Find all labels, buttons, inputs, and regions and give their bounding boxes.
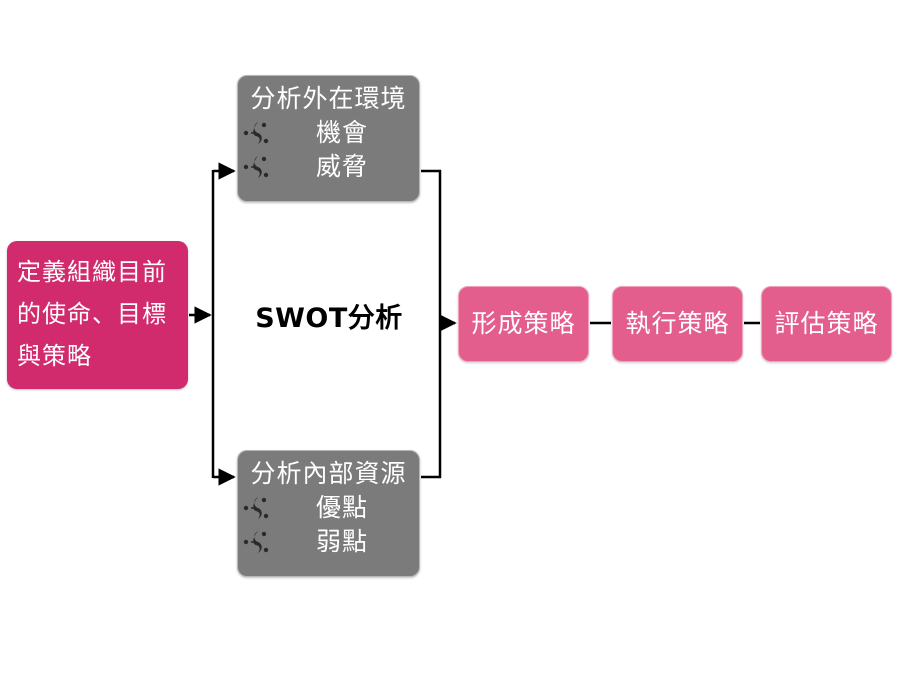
swot-analysis-label: SWOT分析 xyxy=(255,303,403,334)
step-evaluate-strategy: 評估策略 xyxy=(761,286,892,362)
weakness-label: 弱點 xyxy=(316,527,369,556)
mission-line-1: 定義組織目前 xyxy=(17,258,167,286)
strength-label: 優點 xyxy=(316,493,369,522)
ornament-bullet-icon xyxy=(242,116,274,150)
internal-analysis-title: 分析內部資源 xyxy=(250,459,407,488)
mission-box: 定義組織目前 的使命、目標 與策略 xyxy=(7,241,188,389)
step-execute-strategy: 執行策略 xyxy=(612,286,743,362)
internal-item-strength: 優點 xyxy=(238,491,419,525)
threat-label: 威脅 xyxy=(316,152,369,181)
step-formulate-strategy: 形成策略 xyxy=(458,286,589,362)
mission-line-3: 與策略 xyxy=(17,342,92,370)
external-analysis-title: 分析外在環境 xyxy=(250,84,407,113)
ornament-bullet-icon xyxy=(242,150,274,184)
external-analysis-box: 分析外在環境 機會 威脅 xyxy=(237,75,420,202)
internal-item-weakness: 弱點 xyxy=(238,525,419,559)
external-item-opportunity: 機會 xyxy=(238,116,419,150)
internal-analysis-box: 分析內部資源 優點 弱點 xyxy=(237,450,420,577)
opportunity-label: 機會 xyxy=(316,118,369,147)
mission-line-2: 的使命、目標 xyxy=(17,300,167,328)
ornament-bullet-icon xyxy=(242,491,274,525)
external-item-threat: 威脅 xyxy=(238,150,419,184)
ornament-bullet-icon xyxy=(242,525,274,559)
